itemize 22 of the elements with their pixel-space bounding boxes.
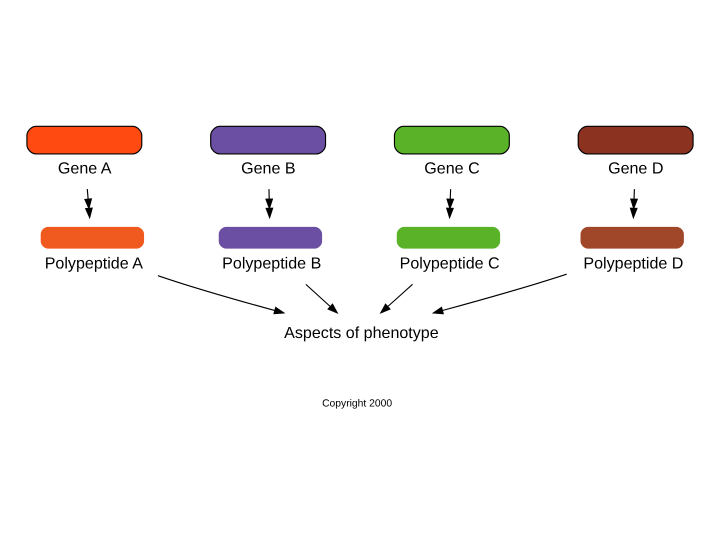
node-text: Aspects of phenotype [284,323,439,342]
arrow [630,188,638,219]
node-label: Gene D [608,159,664,178]
node-label: Polypeptide D [583,254,684,272]
arrow [84,188,93,219]
node-label: Polypeptide C [400,254,500,272]
label: Copyright 2000 [322,398,392,409]
arrow [446,188,454,219]
node-label: Polypeptide A [44,254,143,272]
node-box [40,226,144,248]
arrow [306,283,338,314]
arrow [265,188,274,219]
node-label: Gene C [424,159,480,178]
node-label: Gene B [241,159,296,178]
node-box [218,226,322,248]
arrow [158,274,286,314]
node-label: Polypeptide B [222,254,322,272]
node-box [580,226,684,248]
arrow [380,283,413,314]
node-label: Gene A [58,159,112,178]
arrow [432,273,567,314]
node-box [396,226,500,248]
